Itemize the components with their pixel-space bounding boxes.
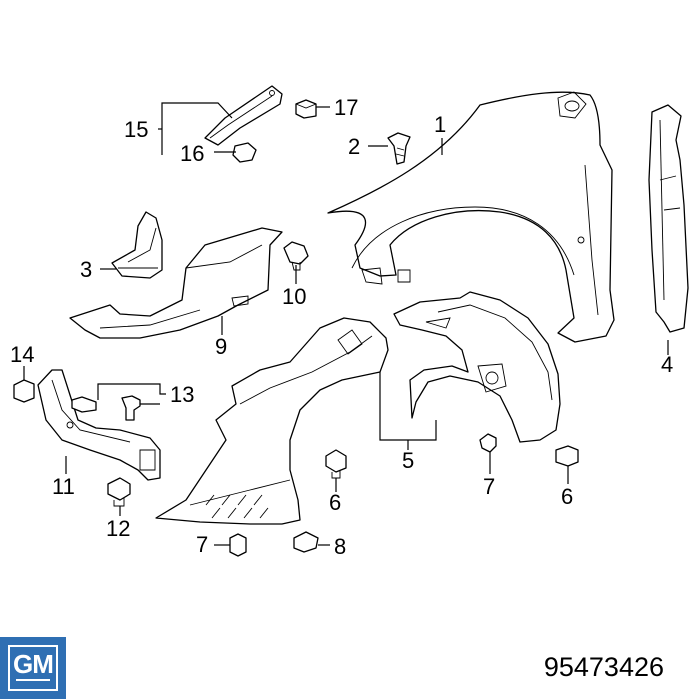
callout-13: 13 <box>170 382 194 407</box>
callout-1: 1 <box>434 112 446 137</box>
callout-15: 15 <box>124 117 148 142</box>
leader-lines <box>23 102 669 546</box>
bolt-2 <box>387 132 411 165</box>
clip-8 <box>293 531 319 553</box>
callout-12: 12 <box>106 516 130 541</box>
callout-7b: 7 <box>483 474 495 499</box>
bolt-13b <box>121 395 141 421</box>
clip-7b <box>479 433 497 453</box>
callout-labels: 1 2 3 4 5 6 6 7 7 8 9 10 11 12 13 14 15 … <box>10 95 673 559</box>
wheelhouse-liner-front <box>155 317 389 525</box>
gm-logo-frame <box>8 645 58 691</box>
clip-7a <box>229 533 247 557</box>
fender-panel <box>327 91 615 343</box>
bracket-3 <box>111 211 163 279</box>
callout-8: 8 <box>334 534 346 559</box>
clip-12 <box>107 477 131 507</box>
callout-16: 16 <box>180 141 204 166</box>
wheelhouse-liner-5 <box>393 291 561 443</box>
callout-6a: 6 <box>329 490 341 515</box>
bracket-11 <box>37 369 161 481</box>
clip-10 <box>283 241 309 271</box>
fender-seal <box>648 104 689 333</box>
bolt-13a <box>71 396 97 413</box>
clip-16 <box>232 142 257 163</box>
splash-shield-9 <box>69 227 283 339</box>
callout-11: 11 <box>52 474 75 499</box>
gm-logo: GM <box>0 637 66 699</box>
callout-14: 14 <box>10 342 34 367</box>
callout-3: 3 <box>80 257 92 282</box>
callout-9: 9 <box>215 334 227 359</box>
gm-logo-text: GM <box>13 649 54 679</box>
callout-5: 5 <box>402 448 414 473</box>
upper-bracket <box>204 85 283 146</box>
callout-2: 2 <box>348 134 360 159</box>
part-number: 95473426 <box>543 652 664 682</box>
callout-6b: 6 <box>561 484 573 509</box>
clip-17 <box>295 99 317 119</box>
clip-6a <box>325 449 347 479</box>
clip-6b <box>555 445 579 467</box>
callout-7a: 7 <box>196 532 208 557</box>
gm-logo-underline <box>16 679 50 681</box>
callout-17: 17 <box>334 95 358 120</box>
callout-4: 4 <box>661 352 673 377</box>
callout-10: 10 <box>282 284 306 309</box>
clip-14 <box>13 379 35 403</box>
